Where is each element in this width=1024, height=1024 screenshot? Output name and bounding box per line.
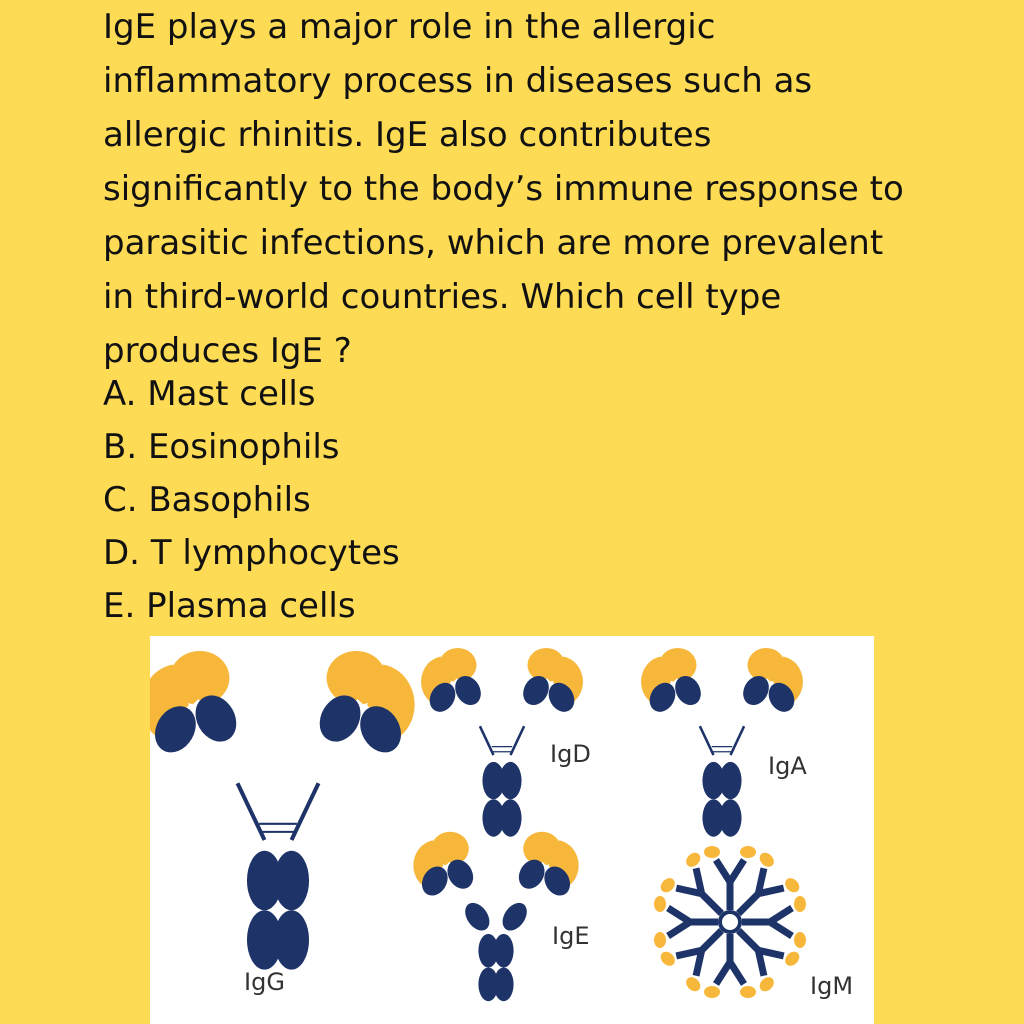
iga-antibody [641,648,803,837]
question-line: produces IgE ? [103,331,352,371]
igm-label: IgM [810,972,854,1000]
option-b[interactable]: B. Eosinophils [103,427,340,467]
option-e[interactable]: E. Plasma cells [103,586,356,626]
antibody-illustration [150,648,806,1002]
question-line: significantly to the body’s immune respo… [103,169,904,209]
answer-options: A. Mast cells B. Eosinophils C. Basophil… [103,368,400,633]
igg-label: IgG [244,968,285,996]
igg-antibody [150,651,415,970]
antibody-figure: IgG IgD IgA IgE IgM [150,636,874,1024]
igd-label: IgD [550,740,591,768]
option-c[interactable]: C. Basophils [103,480,311,520]
option-d[interactable]: D. T lymphocytes [103,533,400,573]
question-line: allergic rhinitis. IgE also contributes [103,115,712,155]
question-line: inflammatory process in diseases such as [103,61,813,101]
igm-antibody [654,846,806,998]
option-a[interactable]: A. Mast cells [103,374,316,414]
question-line: in third-world countries. Which cell typ… [103,277,782,317]
iga-label: IgA [768,752,807,780]
question-text: IgE plays a major role in the allergic i… [103,0,1003,378]
question-line: parasitic infections, which are more pre… [103,223,884,263]
ige-antibody [413,831,579,1002]
igd-antibody [421,648,583,837]
ige-label: IgE [552,922,590,950]
question-line: IgE plays a major role in the allergic [103,7,716,47]
